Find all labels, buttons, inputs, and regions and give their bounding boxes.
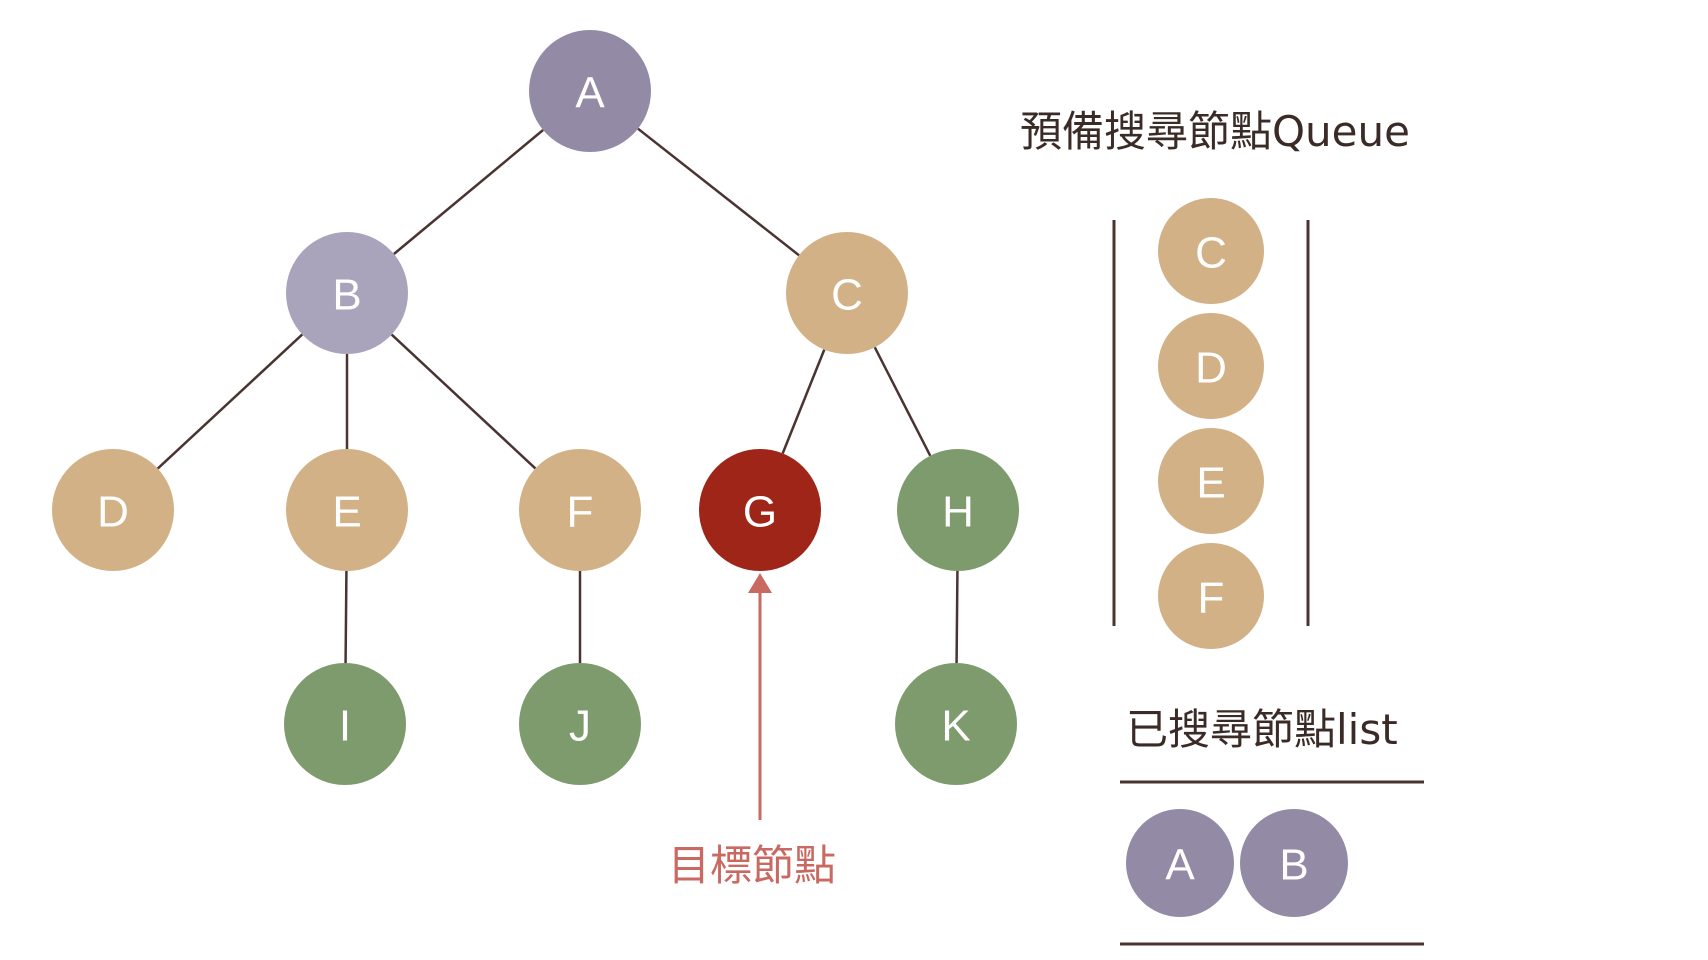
arrow-head <box>748 573 772 593</box>
tree-edges <box>156 127 959 664</box>
queue-item-E: E <box>1158 428 1264 534</box>
target-arrow <box>748 573 772 820</box>
node-circle <box>519 663 641 785</box>
node-label: H <box>942 488 974 537</box>
edge-C-H <box>873 346 932 457</box>
node-circle <box>284 663 406 785</box>
node-label: E <box>332 488 361 537</box>
queue-item-label: C <box>1195 229 1227 278</box>
node-label: B <box>332 271 361 320</box>
node-label: G <box>743 488 777 537</box>
node-circle <box>286 232 408 354</box>
queue-panel: C D E F <box>1112 198 1310 649</box>
tree-node-H: H <box>897 449 1019 571</box>
node-circle <box>897 449 1019 571</box>
node-label: A <box>575 69 605 118</box>
edge-H-K <box>955 570 959 664</box>
tree-node-G: G <box>699 449 821 571</box>
queue-item-label: E <box>1196 459 1225 508</box>
visited-item-A: A <box>1126 809 1234 917</box>
queue-item-F: F <box>1158 543 1264 649</box>
visited-list-title: 已搜尋節點list <box>1126 705 1398 754</box>
edge-A-B <box>393 129 544 255</box>
queue-item-D: D <box>1158 313 1264 419</box>
node-label: C <box>831 271 863 320</box>
tree-node-D: D <box>52 449 174 571</box>
visited-item-label: A <box>1165 841 1195 890</box>
queue-item-circle <box>1158 313 1264 419</box>
node-circle <box>52 449 174 571</box>
tree-node-I: I <box>284 663 406 785</box>
visited-item-B: B <box>1240 809 1348 917</box>
queue-title: 預備搜尋節點Queue <box>1020 107 1410 156</box>
queue-item-C: C <box>1158 198 1264 304</box>
edge-E-I <box>344 570 348 664</box>
visited-item-label: B <box>1279 841 1308 890</box>
tree-node-B: B <box>286 232 408 354</box>
node-circle <box>699 449 821 571</box>
queue-item-label: D <box>1195 344 1227 393</box>
edge-B-F <box>390 333 537 470</box>
node-label: K <box>941 702 970 751</box>
tree-node-J: J <box>519 663 641 785</box>
node-label: D <box>97 488 129 537</box>
tree-node-E: E <box>286 449 408 571</box>
tree-node-A: A <box>529 30 651 152</box>
node-label: J <box>569 702 591 751</box>
queue-item-circle <box>1158 543 1264 649</box>
tree-nodes: A B C D E F G H I J K <box>52 30 1019 785</box>
tree-node-F: F <box>519 449 641 571</box>
edge-B-D <box>156 333 304 470</box>
edge-A-C <box>637 127 800 257</box>
node-circle <box>286 449 408 571</box>
node-circle <box>519 449 641 571</box>
tree-node-C: C <box>786 232 908 354</box>
visited-item-circle <box>1240 809 1348 917</box>
queue-item-circle <box>1158 428 1264 534</box>
node-label: F <box>567 488 594 537</box>
node-label: I <box>339 702 351 751</box>
queue-item-label: F <box>1198 574 1225 623</box>
queue-item-circle <box>1158 198 1264 304</box>
node-circle <box>786 232 908 354</box>
edge-C-G <box>781 349 826 454</box>
target-node-label: 目標節點 <box>668 841 837 890</box>
tree-node-K: K <box>895 663 1017 785</box>
node-circle <box>529 30 651 152</box>
node-circle <box>895 663 1017 785</box>
visited-item-circle <box>1126 809 1234 917</box>
